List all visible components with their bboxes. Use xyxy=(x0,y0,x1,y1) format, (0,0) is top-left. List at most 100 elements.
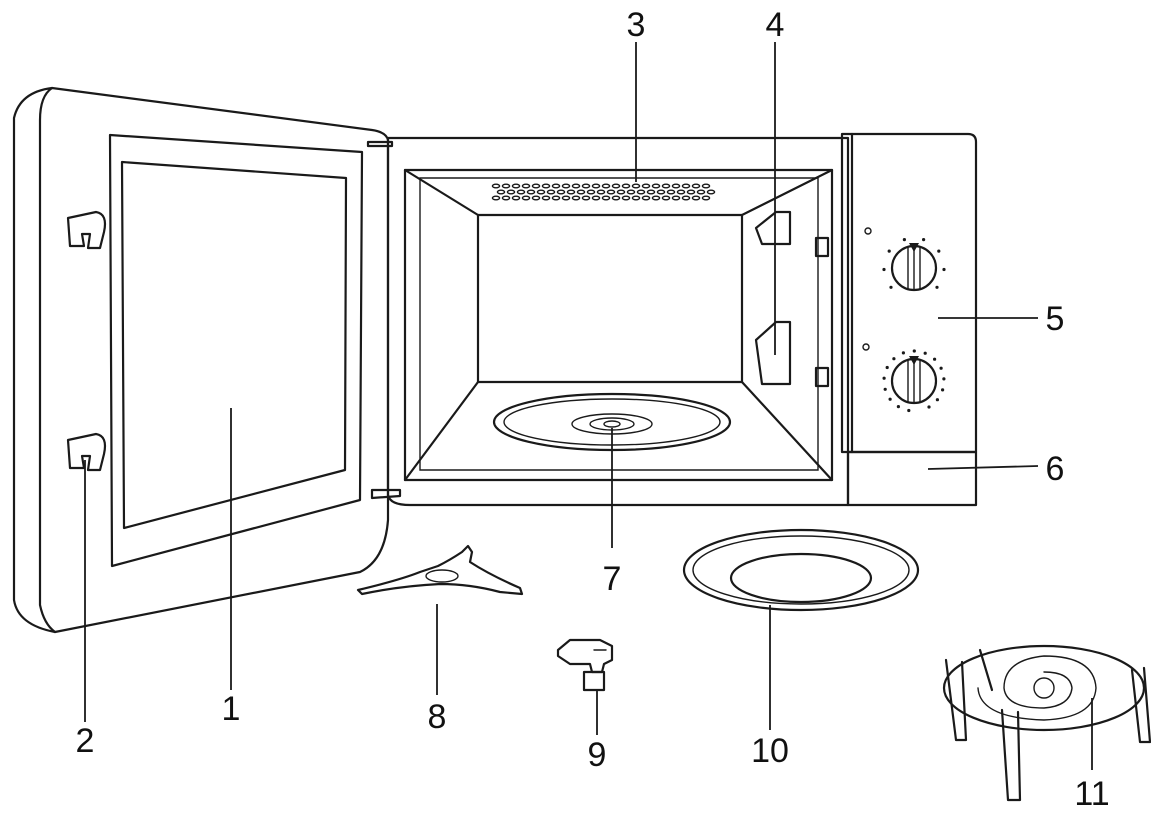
dial-tick xyxy=(889,285,893,289)
vent-hole xyxy=(661,195,671,201)
vent-hole xyxy=(631,195,641,201)
vent-hole xyxy=(616,189,626,195)
door-release-panel xyxy=(846,450,978,507)
grill-rack xyxy=(942,644,1151,802)
vent-hole xyxy=(671,183,681,189)
vent-hole xyxy=(636,189,646,195)
callouts: 1 2 3 4 5 6 7 8 9 10 11 xyxy=(76,6,1110,813)
vent-hole xyxy=(611,183,621,189)
vent-hole xyxy=(531,195,541,201)
vent-hole xyxy=(541,183,551,189)
vent-hole xyxy=(681,183,691,189)
vent-hole xyxy=(571,195,581,201)
dial-tick xyxy=(923,351,927,355)
callout-8: 8 xyxy=(428,698,447,736)
vent-hole xyxy=(621,183,631,189)
leader-lines xyxy=(84,42,1093,770)
vent-hole xyxy=(701,183,711,189)
vent-hole xyxy=(491,183,501,189)
dial-tick xyxy=(937,249,941,253)
leader-6 xyxy=(927,465,1039,470)
dial-tick xyxy=(902,238,907,242)
vent-hole xyxy=(521,183,531,189)
dial-tick xyxy=(885,365,889,370)
callout-3: 3 xyxy=(627,6,646,44)
vent-hole xyxy=(506,189,516,195)
door xyxy=(12,86,402,634)
vent-hole xyxy=(536,189,546,195)
door-window xyxy=(120,160,348,530)
vent-hole xyxy=(621,195,631,201)
vent-hole xyxy=(671,195,681,201)
vent-hole xyxy=(556,189,566,195)
cabinet xyxy=(386,136,850,507)
vent-hole xyxy=(551,183,561,189)
vent-hole xyxy=(696,189,706,195)
vent-hole xyxy=(691,195,701,201)
vent-hole xyxy=(566,189,576,195)
vent-hole xyxy=(641,195,651,201)
dial-tick xyxy=(882,267,886,272)
vent-hole xyxy=(611,195,621,201)
dial-tick xyxy=(941,388,945,392)
dial-tick xyxy=(922,238,926,242)
vent-holes xyxy=(491,183,716,201)
callout-10: 10 xyxy=(751,732,789,770)
dial-tick xyxy=(907,408,911,413)
vent-hole xyxy=(646,189,656,195)
vent-hole xyxy=(526,189,536,195)
dial-tick xyxy=(942,377,946,381)
vent-hole xyxy=(491,195,501,201)
vent-hole xyxy=(561,195,571,201)
vent-hole xyxy=(551,195,561,201)
vent-hole xyxy=(606,189,616,195)
dial-tick xyxy=(888,397,892,401)
vent-hole xyxy=(501,195,511,201)
door-window-frame xyxy=(108,133,364,568)
vent-hole xyxy=(511,183,521,189)
vent-hole xyxy=(496,189,506,195)
vent-hole xyxy=(571,183,581,189)
vent-hole xyxy=(546,189,556,195)
door-latch-hooks xyxy=(66,210,107,472)
vent-hole xyxy=(631,183,641,189)
dial-tick xyxy=(887,249,891,253)
callout-6: 6 xyxy=(1046,450,1065,488)
vent-hole xyxy=(676,189,686,195)
vent-hole xyxy=(586,189,596,195)
vent-hole xyxy=(686,189,696,195)
dial-tick xyxy=(896,405,901,409)
dial-tick xyxy=(935,285,939,289)
vent-hole xyxy=(681,195,691,201)
dial-tick xyxy=(883,387,887,391)
vent-hole xyxy=(516,189,526,195)
vent-hole xyxy=(601,195,611,201)
dial-tick xyxy=(892,357,896,361)
dial-tick xyxy=(912,349,916,353)
vent-hole xyxy=(596,189,606,195)
callout-9: 9 xyxy=(588,736,607,774)
dial-tick xyxy=(882,376,886,380)
roller-ring xyxy=(356,544,524,596)
callout-4: 4 xyxy=(766,6,785,44)
dial-tick xyxy=(901,351,906,355)
dial-tick xyxy=(933,357,937,361)
control-panel xyxy=(840,132,978,454)
dial-tick xyxy=(939,366,943,370)
vent-hole xyxy=(541,195,551,201)
vent-hole xyxy=(666,189,676,195)
vent-hole xyxy=(701,195,711,201)
dial-tick xyxy=(935,398,940,402)
dial-tick xyxy=(942,267,946,272)
vent-hole xyxy=(581,195,591,201)
callout-7: 7 xyxy=(603,560,622,598)
glass-tray xyxy=(682,528,920,612)
callout-2: 2 xyxy=(76,722,95,760)
vent-hole xyxy=(651,195,661,201)
timer-knob xyxy=(882,349,946,413)
vent-hole xyxy=(706,189,716,195)
vent-hole xyxy=(651,183,661,189)
vent-hole xyxy=(591,183,601,189)
turntable-shaft xyxy=(556,638,614,692)
